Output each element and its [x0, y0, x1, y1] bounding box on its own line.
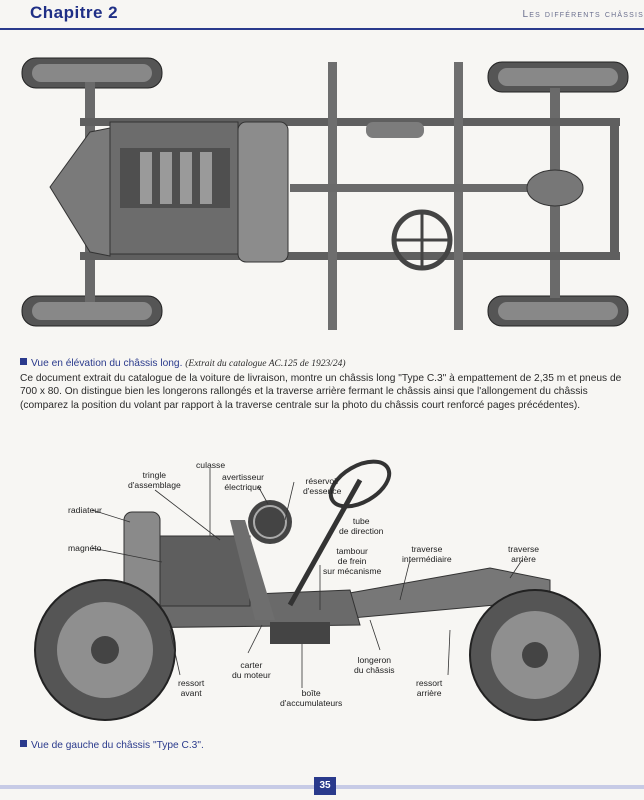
page-number: 35 [314, 777, 336, 795]
chapter-title: Chapitre 2 [30, 3, 119, 22]
label-longeron: longeron du châssis [354, 655, 395, 675]
section-title: Les différents châssis [522, 9, 644, 20]
label-reservoir: réservoir d'essence [303, 476, 342, 496]
label-tringle: tringle d'assemblage [128, 470, 181, 490]
caption-bottom: Vue de gauche du châssis "Type C.3". [20, 740, 204, 751]
label-ressort-arriere: ressort arrière [416, 678, 443, 698]
label-avertisseur: avertisseur électrique [222, 472, 265, 492]
caption-bottom-text: Vue de gauche du châssis "Type C.3". [31, 740, 204, 751]
label-magneto: magnéto [68, 543, 102, 553]
label-radiateur: radiateur [68, 505, 102, 515]
caption-top-source: (Extrait du catalogue AC.125 de 1923/24) [185, 359, 346, 369]
label-traverse-arriere: traverse arrière [508, 544, 540, 564]
label-carter: carter du moteur [232, 660, 271, 680]
chassis-side-view-image [30, 450, 610, 725]
caption-top-title: Vue en élévation du châssis long. [31, 358, 183, 369]
page-header: Chapitre 2 Les différents châssis [0, 0, 644, 30]
label-tambour: tambour de frein sur mécanisme [323, 546, 382, 576]
label-tube: tube de direction [339, 516, 384, 536]
caption-top-body: Ce document extrait du catalogue de la v… [20, 372, 622, 411]
label-boite: boîte d'accumulateurs [280, 688, 343, 708]
caption-top: Vue en élévation du châssis long. (Extra… [20, 357, 632, 412]
chassis-top-view-image [10, 52, 640, 342]
label-traverse-intermediaire: traverse intermédiaire [402, 544, 452, 564]
label-ressort-avant: ressort avant [178, 678, 205, 698]
caption-bullet [20, 740, 27, 747]
caption-bullet [20, 358, 27, 365]
label-culasse: culasse [196, 460, 226, 470]
